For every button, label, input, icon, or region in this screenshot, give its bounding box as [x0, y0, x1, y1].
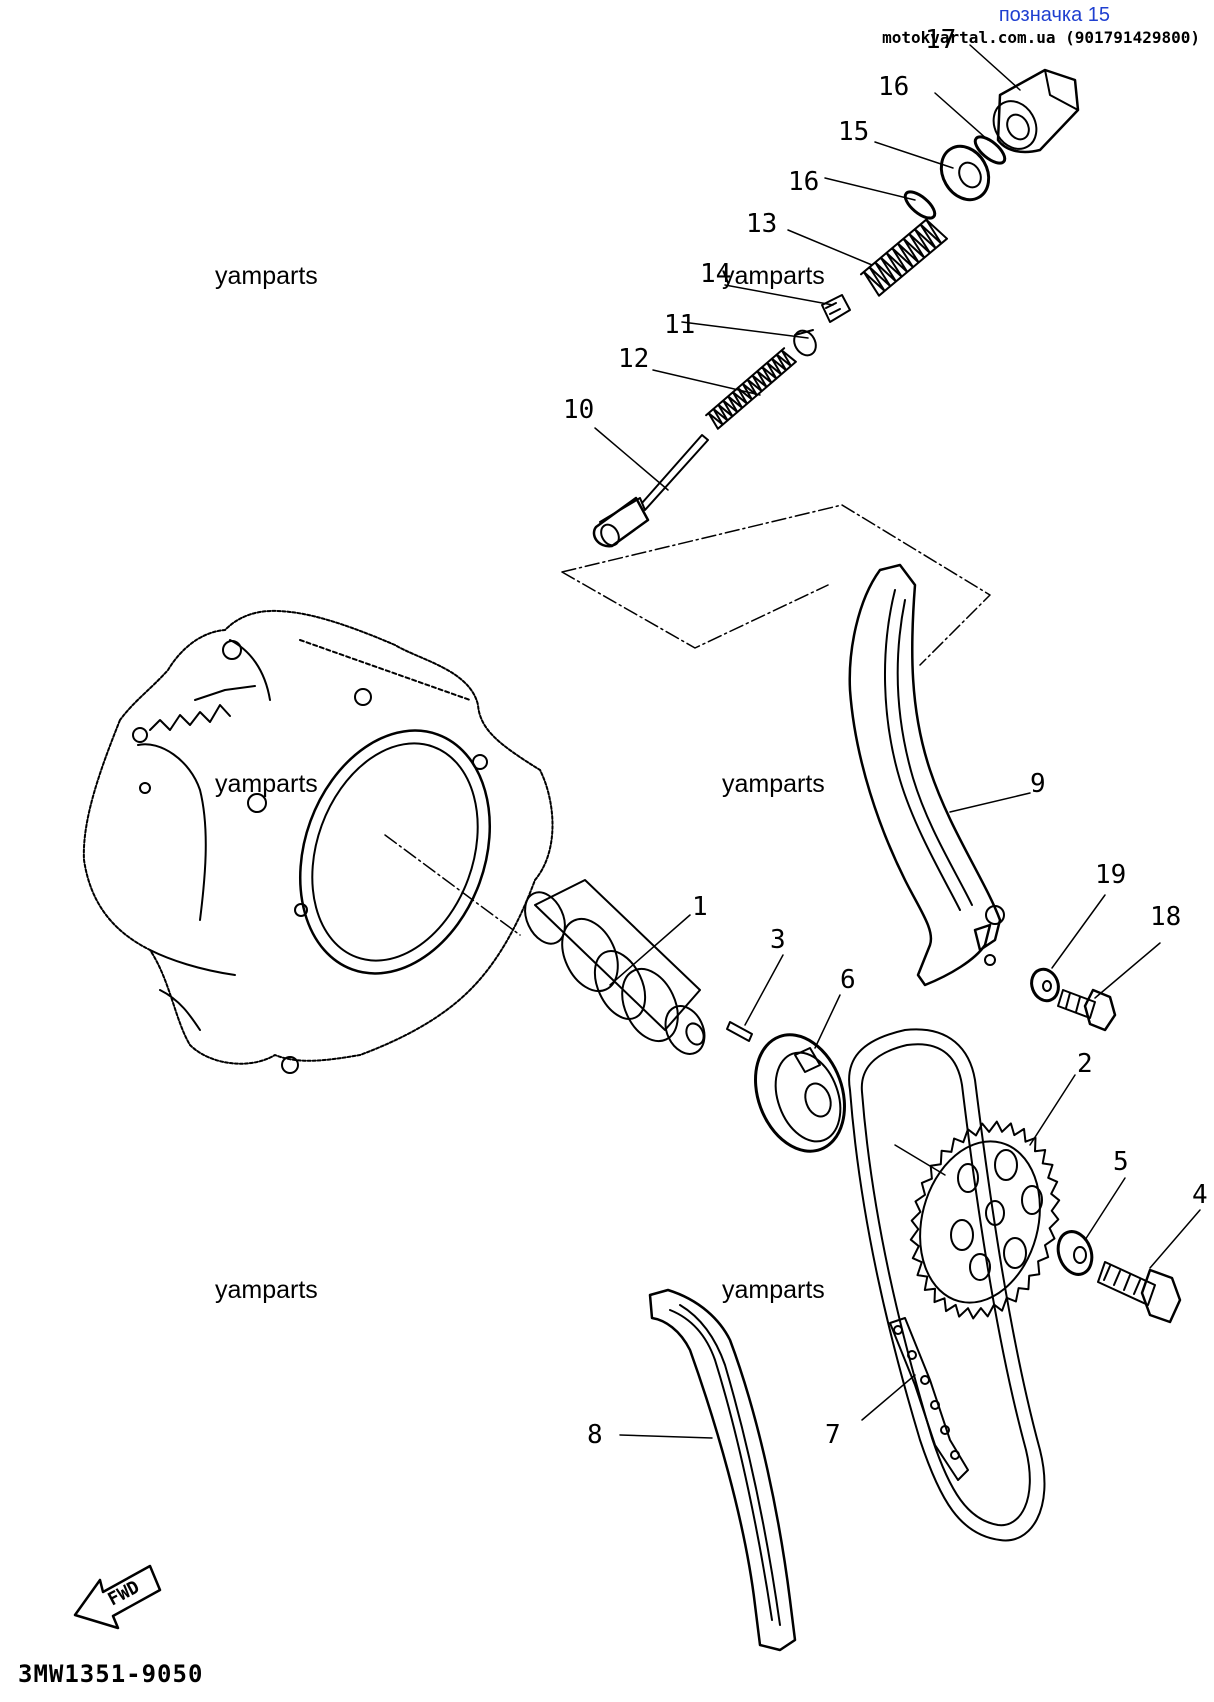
callout-13: 13 — [746, 209, 777, 239]
callout-5: 5 — [1113, 1147, 1129, 1177]
callout-18: 18 — [1150, 902, 1181, 932]
fwd-label: FWD — [104, 1577, 143, 1611]
tensioner-oring — [903, 190, 937, 220]
sprocket-bolt — [1097, 1261, 1182, 1324]
tensioner-housing — [992, 68, 1080, 154]
callout-4: 4 — [1192, 1180, 1208, 1210]
callout-15: 15 — [838, 117, 869, 147]
tensioner-guide — [848, 563, 1005, 987]
timing-chain — [848, 1028, 1046, 1542]
cylinder-head — [82, 609, 554, 1074]
watermark: yamparts — [722, 262, 825, 290]
tensioner-spring-large — [860, 216, 948, 297]
diagram-tag-label: позначка 15 — [998, 4, 1110, 26]
callout-19: 19 — [1095, 860, 1126, 890]
callout-3: 3 — [770, 925, 786, 955]
watermark: yamparts — [215, 770, 318, 798]
callout-6: 6 — [840, 965, 856, 995]
cam-sprocket — [909, 1120, 1061, 1320]
camshaft — [524, 879, 706, 1055]
tensioner-nut — [939, 144, 991, 202]
watermark: yamparts — [722, 1276, 825, 1304]
fwd-arrow-icon: FWD — [73, 1564, 162, 1630]
watermark: yamparts — [215, 262, 318, 290]
tensioner-cap-small — [793, 329, 817, 357]
callout-numbers: 1 2 3 4 5 6 7 8 9 10 11 12 13 14 15 16 1… — [563, 25, 1208, 1450]
decompressor-gear — [754, 1033, 846, 1153]
callout-7: 7 — [825, 1420, 841, 1450]
tensioner-spring-small — [705, 347, 797, 430]
chain-guide — [648, 1288, 797, 1652]
guide-washer — [1030, 967, 1060, 1003]
callout-8: 8 — [587, 1420, 603, 1450]
callout-10: 10 — [563, 395, 594, 425]
watermark: yamparts — [722, 770, 825, 798]
sprocket-washer — [1056, 1230, 1094, 1276]
dowel-pin — [726, 1021, 753, 1042]
tensioner-oring-upper — [973, 135, 1007, 165]
callout-1: 1 — [692, 892, 708, 922]
callout-12: 12 — [618, 344, 649, 374]
leader-lines — [594, 44, 1201, 1439]
tensioner-plug — [821, 294, 851, 323]
callout-16-lower: 16 — [788, 167, 819, 197]
callout-16-upper: 16 — [878, 72, 909, 102]
tensioner-rod — [592, 434, 709, 548]
callout-14: 14 — [700, 259, 731, 289]
guide-bolt — [1057, 988, 1117, 1032]
callout-17: 17 — [925, 25, 956, 55]
part-code: 3MW1351-9050 — [18, 1660, 204, 1688]
callout-11: 11 — [664, 310, 695, 340]
watermark: yamparts — [215, 1276, 318, 1304]
callout-2: 2 — [1077, 1049, 1093, 1079]
source-site-label: motokvartal.com.ua (901791429800) — [882, 28, 1200, 47]
callout-9: 9 — [1030, 769, 1046, 799]
